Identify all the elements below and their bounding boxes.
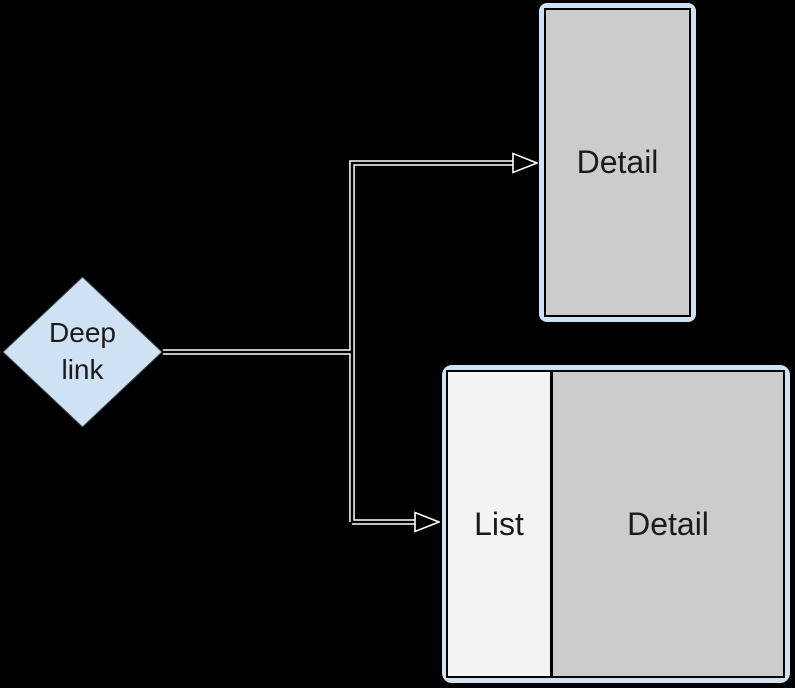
deep-link-label: Deep link — [49, 317, 116, 385]
tablet-detail-label: Detail — [627, 505, 709, 542]
tablet-list-label: List — [474, 505, 524, 542]
phone-node: Detail — [538, 2, 697, 323]
tablet-detail-pane: Detail — [553, 372, 783, 676]
phone-detail-label: Detail — [576, 144, 659, 180]
tablet-screen: List Detail — [446, 370, 785, 678]
phone-screen: Detail — [544, 8, 691, 317]
arrowhead-top-icon — [512, 152, 540, 174]
tablet-list-pane: List — [448, 372, 553, 676]
tablet-node: List Detail — [440, 363, 792, 685]
deep-link-diamond-shape — [2, 276, 163, 428]
arrowhead-bottom-icon — [414, 511, 442, 533]
deep-link-diamond — [2, 276, 163, 428]
deep-link-node: Deep link — [2, 276, 163, 428]
deep-link-label-wrap: Deep link — [2, 276, 163, 428]
